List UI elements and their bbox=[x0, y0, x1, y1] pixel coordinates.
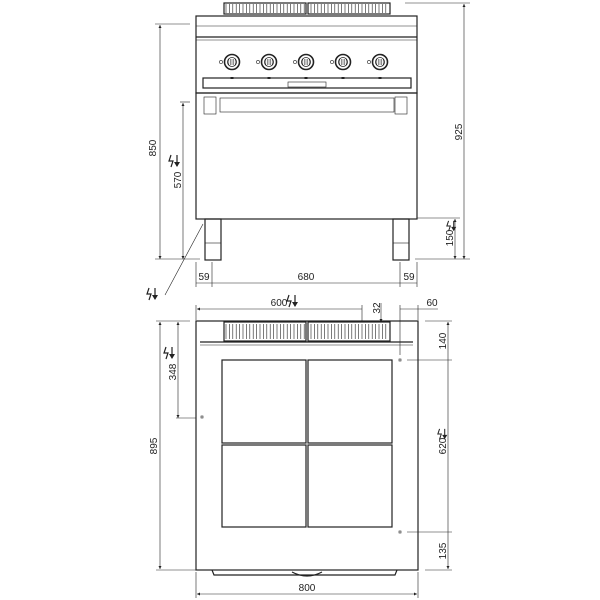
leg-left bbox=[204, 218, 222, 261]
knob-row bbox=[219, 53, 389, 79]
hotplate bbox=[221, 444, 307, 528]
dim-850: 850 bbox=[148, 139, 159, 156]
electrical-connection-icon bbox=[286, 294, 299, 308]
dim-620: 620 bbox=[438, 437, 449, 454]
hob-outline bbox=[195, 320, 419, 571]
dim-59-left: 59 bbox=[198, 272, 210, 283]
electrical-connection-icon bbox=[437, 428, 448, 440]
grill-back bbox=[223, 2, 391, 15]
dim-348: 348 bbox=[168, 363, 179, 380]
electrical-connection-icon bbox=[163, 346, 176, 360]
dim-135: 135 bbox=[438, 542, 449, 559]
front-view: 850 570 925 150 59 680 59 bbox=[146, 2, 470, 301]
hotplate bbox=[307, 444, 393, 528]
dim-925: 925 bbox=[454, 123, 465, 140]
dim-800: 800 bbox=[299, 583, 316, 594]
control-knob bbox=[256, 53, 278, 79]
electrical-connection-icon bbox=[146, 287, 159, 301]
dim-32: 32 bbox=[372, 302, 383, 314]
dim-600: 600 bbox=[271, 298, 288, 309]
dim-140: 140 bbox=[438, 332, 449, 349]
dim-680: 680 bbox=[298, 272, 315, 283]
control-knob bbox=[367, 53, 389, 79]
dim-570: 570 bbox=[173, 171, 184, 188]
dim-60: 60 bbox=[426, 298, 438, 309]
control-knob bbox=[330, 53, 352, 79]
hotplates bbox=[221, 359, 393, 528]
control-strip bbox=[202, 77, 412, 89]
dim-59-right: 59 bbox=[403, 272, 415, 283]
oven-door bbox=[195, 92, 418, 220]
hotplate bbox=[307, 359, 393, 444]
dim-895: 895 bbox=[149, 437, 160, 454]
dim-150: 150 bbox=[445, 229, 456, 246]
control-knob bbox=[293, 53, 315, 79]
top-view: 600 32 60 895 348 140 620 135 800 bbox=[149, 294, 452, 598]
control-knob bbox=[219, 53, 241, 79]
leg-right bbox=[392, 218, 410, 261]
electrical-connection-icon bbox=[168, 154, 181, 168]
hotplate bbox=[221, 359, 307, 444]
